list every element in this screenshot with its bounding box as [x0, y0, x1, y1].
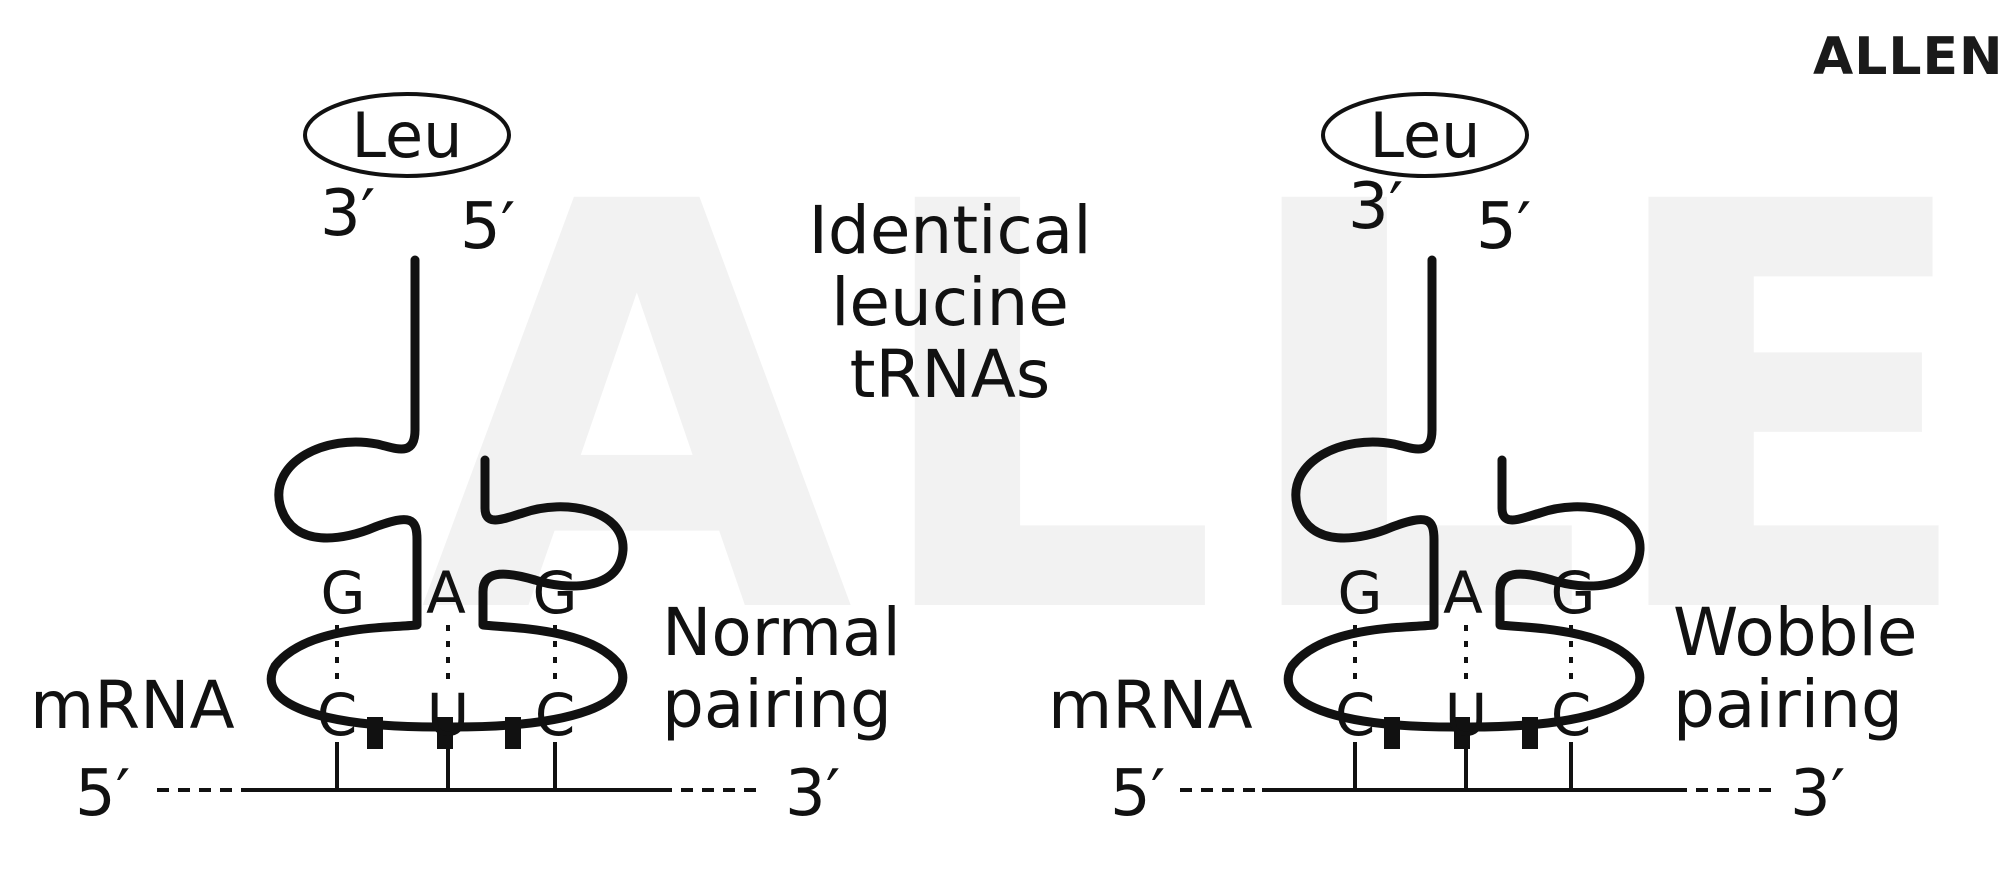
mrna-label: mRNA: [30, 667, 235, 744]
anticodon-base-1: G: [1338, 559, 1383, 627]
anticodon-base-2: A: [1443, 559, 1483, 627]
anticodon-base-1: G: [321, 559, 366, 627]
pairing-label-line-2: pairing: [662, 666, 892, 743]
codon-base-1: C: [317, 681, 358, 749]
anticodon-base-3: G: [1551, 559, 1596, 627]
trna-5-prime-label: 5′: [460, 190, 515, 264]
mrna-3-prime-label: 3′: [785, 757, 840, 831]
anticodon-base-2: A: [426, 559, 466, 627]
amino-acid-oval: [303, 92, 511, 178]
amino-acid-label: Leu: [352, 99, 463, 172]
center-label-line-2: leucine: [831, 264, 1069, 341]
mrna-3-prime-label: 3′: [1790, 757, 1845, 831]
trna-3-prime-label: 3′: [320, 177, 375, 251]
allen-watermark: ALLEN: [420, 86, 1999, 738]
codon-base-2: U: [427, 681, 469, 749]
panel-normal-pairing: Leu 3′ 5′ G A G C U C mRNA Normal pairin…: [30, 92, 901, 831]
center-label-line-3: tRNAs: [850, 336, 1051, 413]
trna-5-prime-label: 5′: [1476, 190, 1531, 264]
pairing-label-line-1: Wobble: [1673, 594, 1918, 671]
mrna-5-prime-label: 5′: [1110, 757, 1165, 831]
center-label-line-1: Identical: [808, 192, 1091, 269]
allen-logo: ALLEN: [1813, 27, 1999, 87]
amino-acid-label: Leu: [1370, 99, 1481, 172]
codon-base-3: C: [535, 681, 576, 749]
codon-base-2: U: [1445, 681, 1487, 749]
panel-wobble-pairing: Leu 3′ 5′ G A G C U C mRNA Wobble pairin…: [1048, 92, 1918, 831]
codon-base-3: C: [1551, 681, 1592, 749]
trna-3-prime-label: 3′: [1348, 170, 1403, 244]
codon-base-1: C: [1335, 681, 1376, 749]
anticodon-base-3: G: [533, 559, 578, 627]
pairing-label-line-2: pairing: [1673, 666, 1903, 743]
pairing-label-line-1: Normal: [662, 594, 901, 671]
amino-acid-oval: [1321, 92, 1529, 178]
mrna-label: mRNA: [1048, 667, 1253, 744]
mrna-5-prime-label: 5′: [75, 757, 130, 831]
